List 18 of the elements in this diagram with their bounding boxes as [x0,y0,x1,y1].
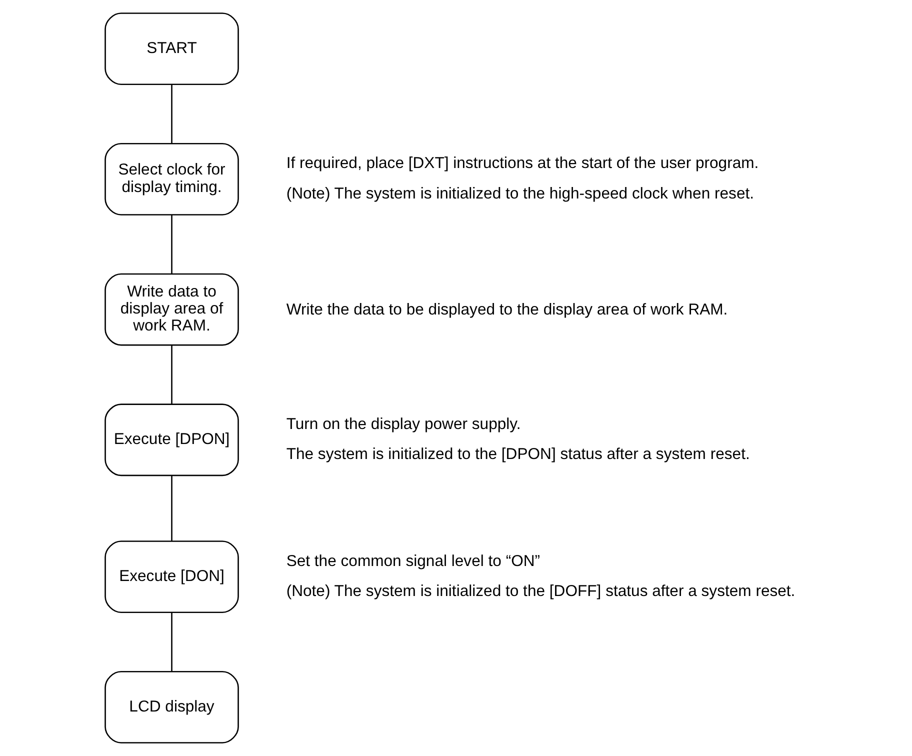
connector [170,612,172,672]
node-label: (Note) The system is initialized to the high-speed clock when reset. [286,185,754,202]
connector [170,84,172,144]
node-label: Turn on the display power supply. [286,416,520,433]
node-label: Set the common signal level to “ON” [286,552,540,570]
node-label: Write the data to be displayed to the display area of work RAM. [286,301,728,318]
connector [170,345,172,404]
connector [170,215,172,274]
node-label: (Note) The system is initialized to the [DOFF] status after a system reset. [286,583,795,600]
node-box: LCD display [104,670,238,744]
node-box: Execute [DPON] [104,404,238,476]
connector [170,475,172,541]
node-label: If required, place [DXT] instructions at the start of the user program. [286,155,758,172]
node-box: Select clock for display timing. [104,142,238,216]
node-label: The system is initialized to the [DPON] status after a system reset. [286,446,750,464]
node-box: START [104,12,238,86]
node-box: Execute [DON] [104,540,238,614]
node-box: Write data to display area of work RAM. [104,273,238,346]
